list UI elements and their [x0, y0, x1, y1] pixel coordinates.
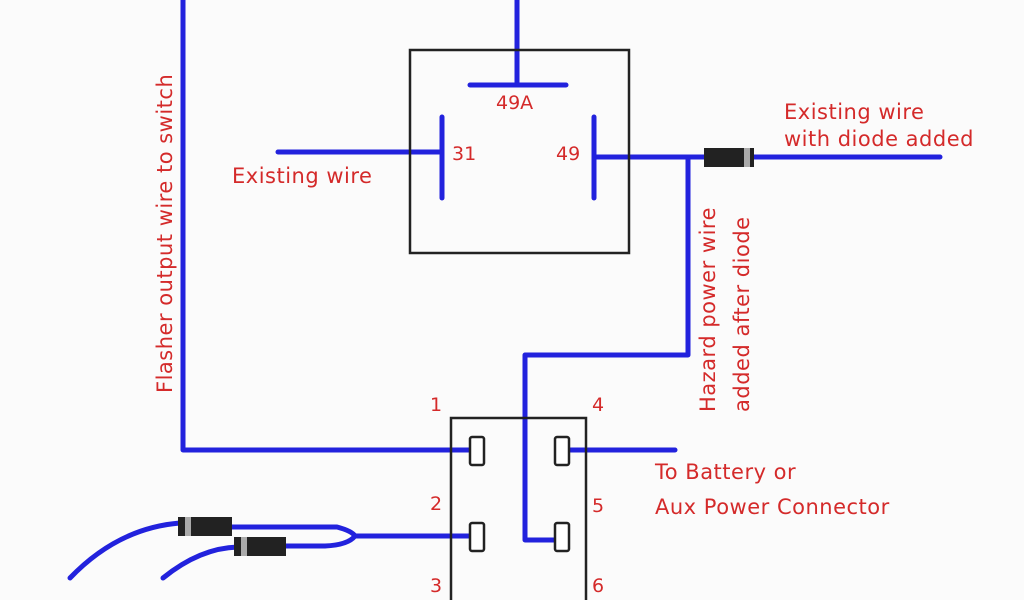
left-lead-upper: [67, 520, 183, 581]
switch-pin-3: 3: [430, 575, 442, 597]
switch-terminals: [468, 435, 571, 553]
battery-label-1: To Battery or: [654, 460, 796, 484]
terminal-5: [553, 521, 571, 553]
existing-wire-label: Existing wire: [232, 164, 372, 188]
relay-box: [408, 48, 631, 255]
switch-pin-4: 4: [592, 394, 604, 416]
left-lead-lower: [160, 544, 241, 581]
flasher-output-wire: [180, 0, 481, 453]
switch-pin-1: 1: [430, 394, 442, 416]
hazard-label-1: Hazard power wire: [696, 207, 720, 412]
terminal-2: [468, 521, 486, 553]
diode-upper: [178, 517, 232, 536]
switch-pin-5: 5: [592, 495, 604, 517]
existing-wire-diode-label-2: with diode added: [784, 127, 974, 151]
diode-main: [704, 148, 754, 167]
pin-31-label: 31: [452, 143, 476, 165]
hazard-power-wire: [522, 154, 691, 543]
switch-pin-6: 6: [592, 575, 604, 597]
hazard-label-2: added after diode: [730, 216, 754, 412]
battery-label-2: Aux Power Connector: [655, 495, 890, 519]
existing-wire-diode-label-1: Existing wire: [784, 100, 924, 124]
terminal-4: [553, 435, 571, 467]
diode-lower: [234, 537, 286, 556]
pin-2-wire-branch: [281, 533, 358, 549]
flasher-output-label: Flasher output wire to switch: [153, 74, 177, 393]
terminal-1: [468, 435, 486, 467]
switch-box: [449, 416, 588, 600]
pin-49-label: 49: [556, 143, 580, 165]
switch-pin-2: 2: [430, 493, 442, 515]
relay-contacts: [439, 82, 597, 201]
pin-49a-label: 49A: [496, 92, 533, 114]
